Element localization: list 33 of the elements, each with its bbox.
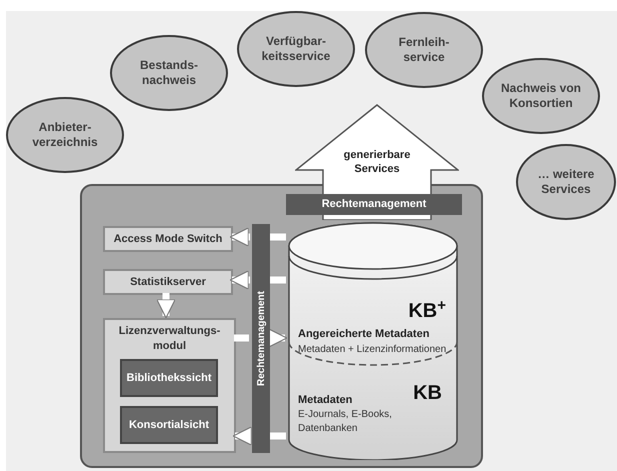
block-arrow-connector (156, 293, 176, 318)
bar-label: Rechtemanagement (322, 197, 426, 212)
layer-title: Metadaten (298, 393, 352, 408)
layer-text: Metadaten + Lizenzinformationen (298, 343, 446, 357)
service-label: Fernleih-service (398, 35, 450, 65)
view-box (120, 406, 218, 444)
bar-label: Rechtemanagement (254, 290, 268, 386)
component-box (103, 269, 233, 295)
layer-label: KB (413, 382, 442, 404)
box-label: Statistikserver (130, 274, 206, 290)
block-arrow-connector (268, 328, 288, 348)
layer-title: Angereicherte Metadaten (298, 327, 430, 342)
service-label: … weitere Services (536, 167, 596, 197)
block-arrow-connector (232, 426, 252, 446)
layer-label: KB$^{+}$ (408, 300, 446, 322)
box-label: Lizenzverwaltungs-modul (118, 324, 222, 354)
component-box (103, 226, 233, 252)
box-label: Bibliothekssicht (126, 370, 212, 386)
block-arrow-connector (230, 227, 250, 247)
rights-bar (286, 194, 462, 215)
box-label: Access Mode Switch (114, 232, 222, 247)
view-box (120, 359, 218, 397)
box-label: Konsortialsicht (128, 418, 210, 433)
service-label: Verfügbar-keitsservice (260, 34, 332, 64)
service-label: Nachweis von Konsortien (500, 81, 582, 111)
layer-text: E-Journals, E-Books, Datenbanken (298, 408, 393, 436)
rights-bar (252, 224, 270, 453)
arrow-label: generierbare Services (342, 148, 412, 176)
system-panel (80, 184, 483, 468)
block-arrow-connector (230, 270, 250, 290)
service-label: Bestands-nachweis (138, 58, 199, 88)
service-label: Anbieter-verzeichnis (31, 120, 99, 150)
module-box (103, 318, 236, 453)
